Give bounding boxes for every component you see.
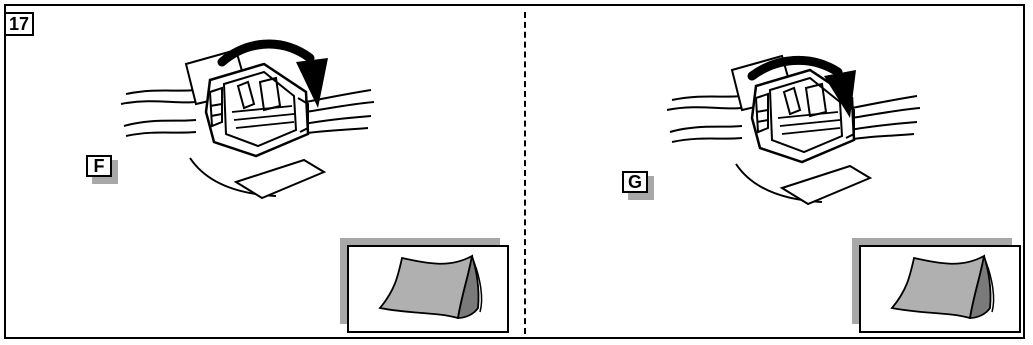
inset-page-right	[852, 238, 1020, 332]
panel-label-g: G	[622, 171, 648, 193]
panel-label-f: F	[86, 155, 112, 177]
connector-illustration-left	[121, 50, 374, 198]
connector-illustration-right	[667, 56, 920, 204]
inset-page-left	[340, 238, 508, 332]
